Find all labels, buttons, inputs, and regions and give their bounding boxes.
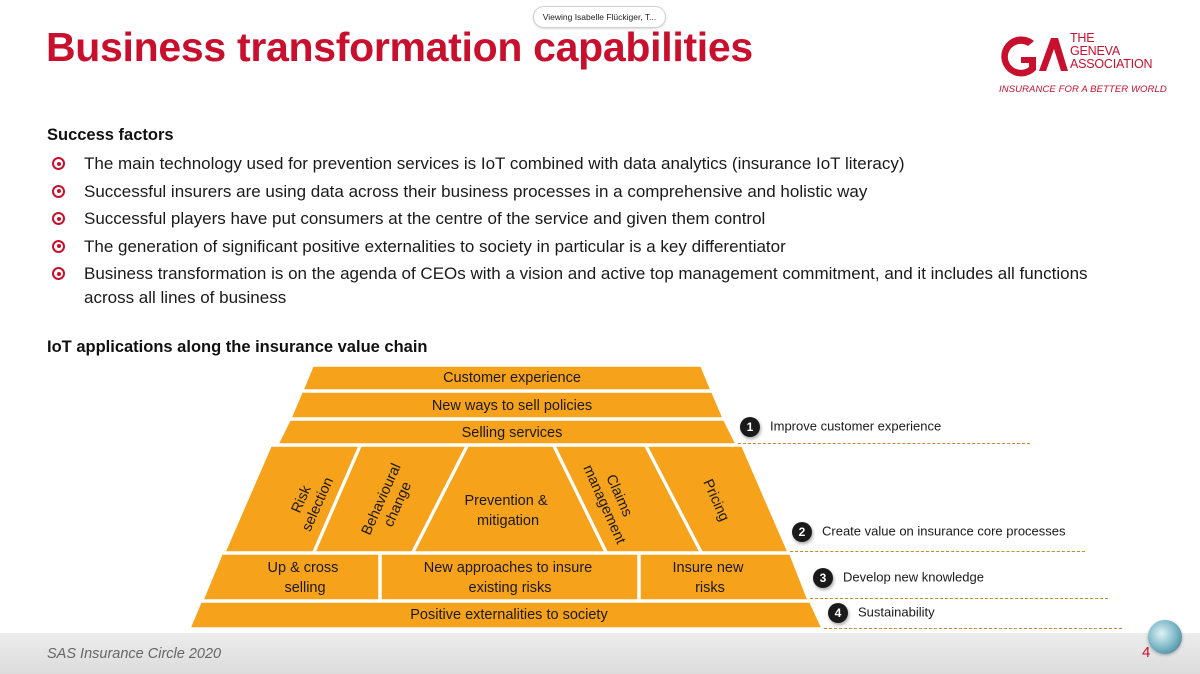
label-insure-new-risks: Insure new risks (673, 560, 748, 596)
sas-orb-icon (1148, 620, 1182, 654)
footer-event-name: SAS Insurance Circle 2020 (47, 646, 222, 662)
geneva-association-logo (1001, 36, 1068, 77)
layer-prevention-mitigation (412, 445, 607, 553)
callout-number-badge: 4 (828, 603, 848, 623)
callout-label: Sustainability (858, 604, 935, 620)
success-factor-item: The main technology used for prevention … (48, 152, 1128, 176)
success-factor-text: The main technology used for prevention … (84, 154, 905, 173)
label-selling-services: Selling services (462, 425, 563, 441)
callout-create-value: 2 Create value on insurance core processe… (792, 522, 1066, 542)
layer-claims-management (553, 445, 702, 553)
label-up-cross-line-1: Up & cross (268, 560, 339, 576)
success-factors-heading: Success factors (47, 126, 174, 144)
success-factor-text: The generation of significant positive e… (84, 236, 786, 256)
callout-label: Develop new knowledge (843, 569, 984, 585)
logo-tagline: INSURANCE FOR A BETTER WORLD (999, 84, 1167, 95)
label-positive-externalities: Positive externalities to society (410, 607, 608, 623)
target-bullet-icon (52, 157, 65, 170)
success-factor-text: Successful players have put consumers at… (84, 209, 766, 229)
target-bullet-icon (52, 212, 65, 226)
slide-title: Business transformation capabilities (46, 24, 753, 70)
logo-name-line-2: GENEVA (1070, 44, 1120, 58)
layer-pricing (645, 445, 790, 553)
logo-name-line-1: THE (1070, 31, 1095, 45)
success-factor-item: Successful insurers are using data acros… (48, 180, 1128, 204)
callout-number-badge: 2 (792, 522, 812, 542)
label-insure-new-line-1: Insure new (673, 560, 744, 576)
layer-risk-selection (223, 445, 361, 553)
callout-label: Improve customer experience (770, 418, 942, 434)
target-bullet-icon (52, 267, 65, 281)
callout-divider (824, 628, 1122, 629)
label-prevention-mitigation: Prevention & mitigation (464, 493, 551, 529)
success-factor-text: Successful insurers are using data acros… (84, 181, 868, 201)
callout-sustainability: 4 Sustainability (828, 603, 935, 623)
callout-divider (810, 598, 1108, 599)
value-chain-heading: IoT applications along the insurance val… (47, 338, 428, 356)
label-prevention-line-1: Prevention & (464, 493, 547, 509)
layer-new-ways-to-sell (289, 391, 725, 419)
label-new-approaches-line-1: New approaches to insure (424, 560, 592, 576)
target-bullet-icon (52, 239, 65, 253)
success-factor-item: Successful players have put consumers at… (48, 207, 1128, 231)
callout-number-badge: 3 (813, 568, 833, 588)
success-factors-list: The main technology used for prevention … (48, 152, 1128, 314)
logo-name-line-3: ASSOCIATION (1070, 57, 1153, 71)
layer-insure-new-risks (639, 553, 810, 601)
success-factor-item: Business transformation is on the agenda… (48, 262, 1128, 310)
callout-improve-customer-experience: 1 Improve customer experience (740, 417, 941, 437)
label-prevention-line-2: mitigation (477, 513, 539, 529)
callout-label: Create value on insurance core processes (822, 523, 1066, 539)
logo-name: THE GENEVA ASSOCIATION (1070, 31, 1153, 71)
callout-develop-knowledge: 3 Develop new knowledge (813, 568, 984, 588)
layer-behavioural-change (313, 445, 468, 553)
label-up-cross-line-2: selling (284, 580, 325, 596)
viewing-presenter-banner[interactable]: Viewing Isabelle Flückiger, T... (533, 6, 666, 28)
label-up-cross-selling: Up & cross selling (268, 560, 343, 596)
page-number: 4 (1142, 644, 1151, 661)
label-new-approaches-line-2: existing risks (469, 580, 552, 596)
callout-divider (738, 443, 1030, 444)
layer-up-cross-selling (201, 553, 380, 601)
label-customer-experience: Customer experience (443, 370, 581, 386)
layer-customer-experience (301, 365, 713, 391)
footer-band (0, 633, 1200, 674)
callout-number-badge: 1 (740, 417, 760, 437)
success-factor-item: The generation of significant positive e… (48, 235, 1128, 259)
layer-selling-services (276, 419, 738, 445)
label-new-ways-to-sell: New ways to sell policies (432, 398, 592, 414)
layer-positive-externalities (188, 601, 824, 629)
label-insure-new-line-2: risks (695, 580, 725, 596)
callout-divider (790, 551, 1085, 552)
layer-new-approaches (380, 553, 639, 601)
target-bullet-icon (52, 184, 65, 198)
label-new-approaches: New approaches to insure existing risks (424, 560, 597, 596)
success-factor-text: Business transformation is on the agenda… (84, 264, 1088, 308)
